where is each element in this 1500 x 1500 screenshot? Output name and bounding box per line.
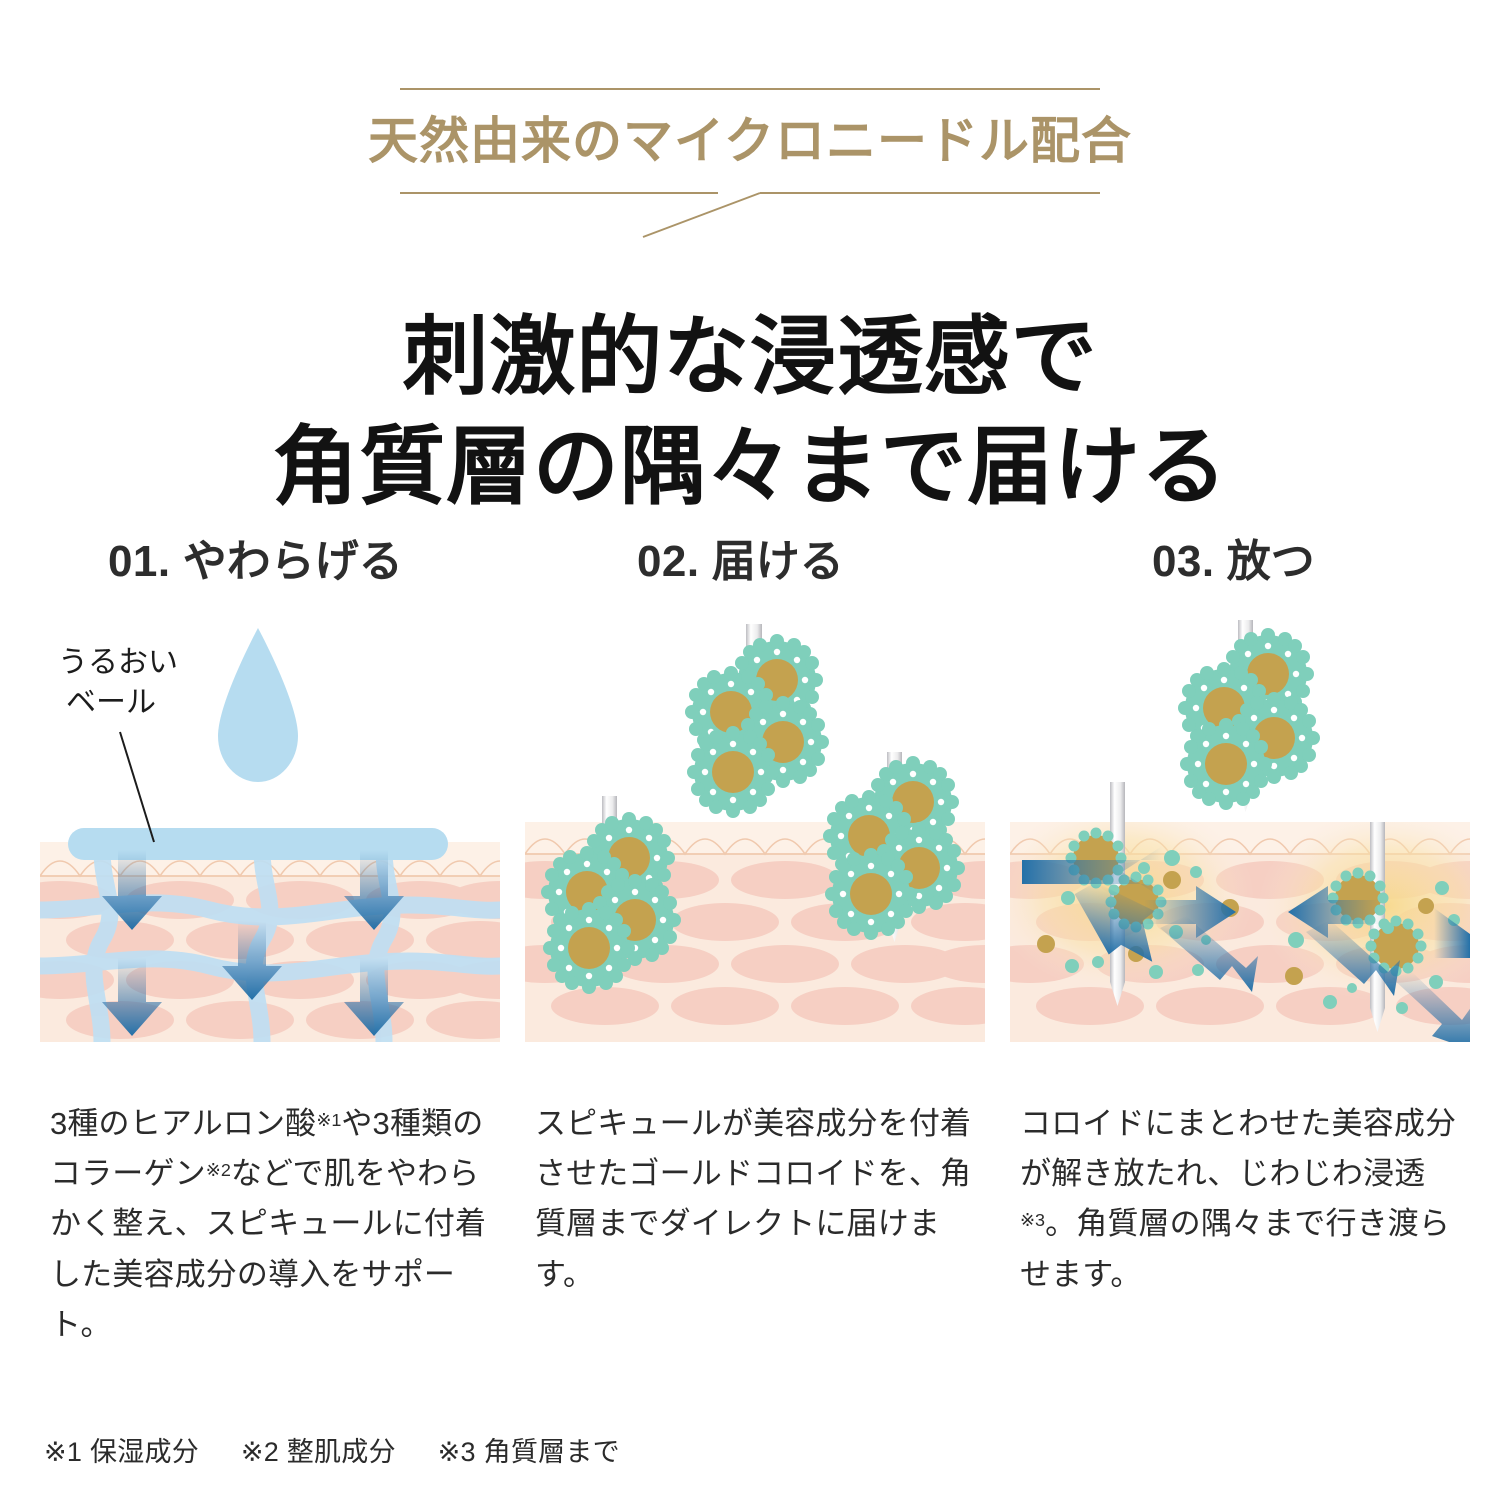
- arrow-left-upper: [1022, 846, 1162, 898]
- eyebrow-rule-top: [400, 88, 1100, 90]
- delivery-diagram: [525, 624, 985, 1042]
- moisture-veil-bar: [68, 828, 448, 860]
- footnote-1: ※1 保湿成分: [44, 1437, 200, 1467]
- arrow-right-mid: [1144, 886, 1236, 938]
- step-01-number: 01.: [108, 537, 171, 586]
- step-01-footnote-mark-1: ※1: [316, 1109, 342, 1130]
- eyebrow-rule-bottom: [400, 190, 1100, 240]
- step-01-label: やわらげる: [182, 537, 403, 586]
- footnotes: ※1 保湿成分 ※2 整肌成分 ※3 角質層まで: [44, 1430, 654, 1469]
- arrow-down-mid-right: [1306, 920, 1400, 996]
- step-02-label: 届ける: [711, 537, 844, 586]
- colloid-cluster-center: [1178, 628, 1320, 810]
- eyebrow-text: 天然由来のマイクロニードル配合: [368, 113, 1132, 169]
- step-03: 03. 放つ: [1010, 540, 1470, 1381]
- step-01-footnote-mark-2: ※2: [205, 1160, 231, 1181]
- step-01-illustration: うるおい ベール: [40, 610, 500, 1042]
- step-03-caption-b: 。角質層の隅々まで行き渡らせます。: [1020, 1206, 1451, 1292]
- step-01-caption-b: や3種類のコラーゲン: [50, 1106, 484, 1192]
- step-02-title: 02. 届ける: [525, 540, 985, 584]
- eyebrow-pointer-rule: [400, 192, 1100, 238]
- footnote-2: ※2 整肌成分: [240, 1437, 396, 1467]
- step-02-illustration: [525, 610, 985, 1042]
- step-03-label: 放つ: [1226, 537, 1315, 586]
- step-02-number: 02.: [637, 537, 700, 586]
- arrow-down-left: [1074, 882, 1155, 962]
- penetration-arrows: [102, 850, 404, 1036]
- step-01: 01. やわらげる: [40, 540, 500, 1381]
- step-03-illustration: [1010, 610, 1470, 1042]
- step-03-caption-a: コロイドにまとわせた美容成分が解き放たれ、じわじわ浸透: [1020, 1106, 1457, 1192]
- footnote-3: ※3 角質層まで: [437, 1437, 620, 1467]
- headline-line-2: 角質層の隅々まで届ける: [272, 418, 1228, 515]
- water-droplet: [218, 628, 298, 782]
- skin-cross-section: [40, 842, 500, 1042]
- step-03-caption: コロイドにまとわせた美容成分が解き放たれ、じわじわ浸透 ※3。角質層の隅々まで行き…: [1010, 1073, 1470, 1300]
- diffusion-arrows: [1022, 846, 1470, 1042]
- page-title: 刺激的な浸透感で 角質層の隅々まで届ける: [0, 302, 1500, 522]
- veil-label-line-1: うるおい: [58, 646, 178, 679]
- arrow-right-far: [1434, 908, 1470, 972]
- step-02-caption: スピキュールが美容成分を付着させたゴールドコロイドを、角質層までダイレクトに届け…: [535, 1106, 972, 1292]
- step-03-footnote-mark-3: ※3: [1020, 1210, 1046, 1231]
- veil-leader-line: [119, 731, 155, 843]
- veil-label-line-2: ベール: [66, 686, 156, 719]
- colloid-cluster-center: [685, 634, 829, 818]
- step-01-caption-c: などで肌をやわらかく整え、スピキュールに付着した美容成分の導入をサポート。: [50, 1156, 487, 1342]
- steps-container: 01. やわらげる: [40, 540, 1470, 1381]
- arrow-down-right-left: [1160, 916, 1258, 992]
- release-diagram: [1010, 620, 1470, 1042]
- step-02: 02. 届ける: [525, 540, 985, 1381]
- arrow-left-mid: [1288, 886, 1380, 938]
- step-01-caption: 3種のヒアルロン酸※1や3種類のコラーゲン※2などで肌をやわらかく整え、スピキュ…: [40, 1073, 500, 1350]
- step-03-number: 03.: [1152, 537, 1215, 586]
- eyebrow-band: 天然由来のマイクロニードル配合: [0, 88, 1500, 240]
- headline-line-1: 刺激的な浸透感で: [402, 308, 1098, 405]
- step-01-caption-a: 3種のヒアルロン酸: [50, 1106, 317, 1141]
- step-01-title: 01. やわらげる: [40, 540, 500, 584]
- step-03-title: 03. 放つ: [1010, 540, 1470, 584]
- softening-diagram: うるおい ベール: [40, 628, 500, 1042]
- arrow-down-right-far: [1392, 972, 1470, 1042]
